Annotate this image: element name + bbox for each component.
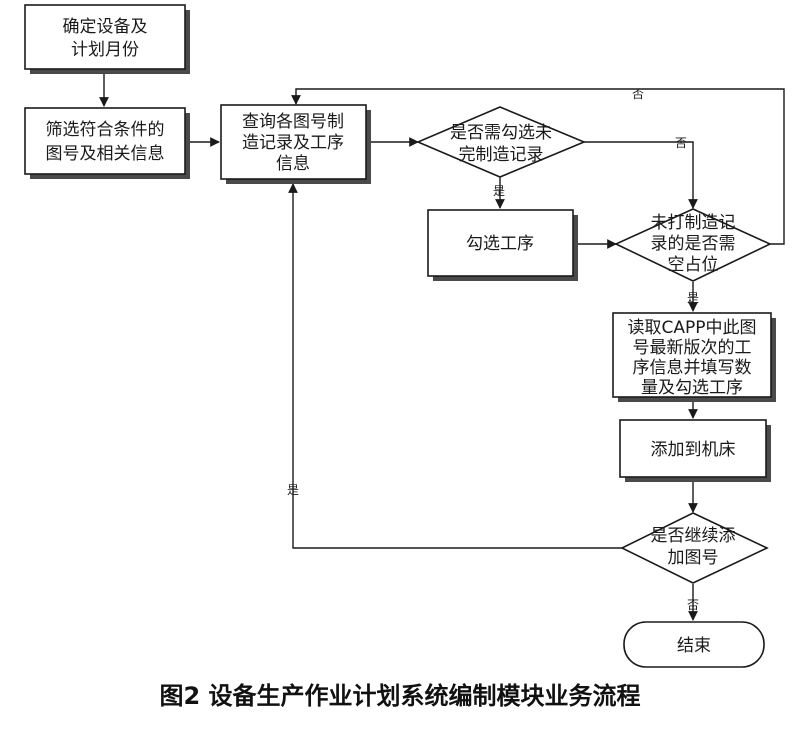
node-query-line-2: 造记录及工序 — [242, 133, 344, 153]
node-end: 结束 — [623, 621, 765, 668]
figure-caption: 图2 设备生产作业计划系统编制模块业务流程 — [159, 682, 641, 710]
edge-continue-yes-loop — [288, 183, 622, 549]
node-unmade-line-1: 未打制造记 — [651, 213, 736, 233]
edge-unmade-no-back — [291, 88, 785, 245]
node-filter: 筛选符合条件的 图号及相关信息 — [24, 107, 190, 179]
node-continue: 是否继续添 加图号 — [620, 512, 769, 584]
label-yes-loop: 是 — [287, 483, 299, 497]
node-add-machine-line-1: 添加到机床 — [651, 440, 736, 460]
node-add-machine: 添加到机床 — [619, 419, 771, 482]
node-unmade: 未打制造记 录的是否需 空占位 — [614, 208, 772, 282]
edge-need-check-no — [584, 141, 698, 209]
node-read-capp-line-1: 读取CAPP中此图 — [627, 318, 756, 338]
node-read-capp-line-2: 号最新版次的工 — [633, 338, 752, 358]
label-yes-capp: 是 — [687, 291, 699, 305]
label-no-top: 否 — [632, 87, 644, 101]
label-yes-check: 是 — [493, 184, 505, 198]
node-need-check-line-1: 是否需勾选未 — [450, 123, 552, 143]
node-select-equipment-line-1: 确定设备及 — [63, 17, 148, 37]
node-need-check: 是否需勾选未 完制造记录 — [415, 106, 587, 178]
node-continue-line-1: 是否继续添 — [651, 526, 736, 546]
node-select-equipment-line-2: 计划月份 — [71, 40, 139, 60]
node-read-capp: 读取CAPP中此图 号最新版次的工 序信息并填写数 量及勾选工序 — [612, 312, 776, 402]
label-no-right: 否 — [675, 136, 687, 150]
node-end-line-1: 结束 — [677, 636, 711, 656]
node-unmade-line-2: 录的是否需 — [651, 234, 736, 254]
node-check-op: 勾选工序 — [427, 209, 578, 281]
flowchart: 否 否 是 是 是 否 确定设备及 计划月份 筛选符合条件的 图号及相关信息 查… — [24, 4, 785, 668]
node-select-equipment: 确定设备及 计划月份 — [24, 4, 190, 74]
node-check-op-line-1: 勾选工序 — [466, 234, 534, 254]
node-read-capp-line-3: 序信息并填写数 — [633, 358, 752, 378]
node-filter-line-1: 筛选符合条件的 — [46, 120, 165, 140]
node-need-check-line-2: 完制造记录 — [459, 145, 544, 165]
node-query-line-3: 信息 — [276, 154, 310, 174]
label-no-end: 否 — [687, 598, 699, 612]
node-unmade-line-3: 空占位 — [668, 255, 719, 275]
node-query-line-1: 查询各图号制 — [242, 112, 344, 132]
node-query: 查询各图号制 造记录及工序 信息 — [220, 104, 371, 184]
node-filter-line-2: 图号及相关信息 — [46, 144, 165, 164]
node-continue-line-2: 加图号 — [668, 548, 719, 568]
node-read-capp-line-4: 量及勾选工序 — [641, 378, 743, 398]
